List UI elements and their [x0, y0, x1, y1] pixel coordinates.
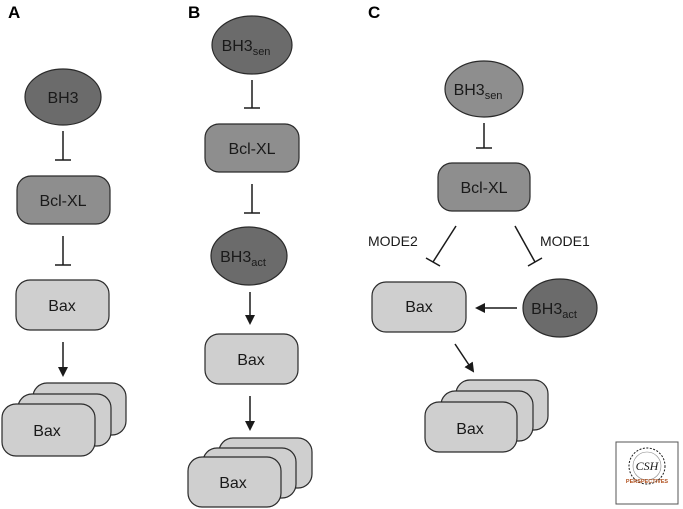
panel-c-bax-node: [371, 281, 467, 333]
panel-b-bh3act-label: BH3act: [220, 249, 266, 269]
panel-c-bclxl-node: [437, 162, 531, 212]
panel-b-bax-oligomer-label: Bax: [219, 475, 247, 492]
panel-b-bax-oligomer: Bax: [187, 437, 313, 508]
panel-a-bclxl-label: Bcl-XL: [39, 193, 86, 210]
panel-b-bh3sen-label: BH3sen: [222, 38, 271, 58]
panel-c: C BH3sen Bcl-XL MODE2 MODE1 Bax BH3act: [368, 3, 598, 453]
panel-a-bh3-label: BH3: [47, 90, 78, 107]
panel-b-letter: B: [188, 3, 200, 22]
panel-a-bax-oligomer: Bax: [1, 382, 127, 457]
panel-c-bclxl-label: Bcl-XL: [460, 180, 507, 197]
panel-b-bh3act-node: [210, 226, 288, 286]
panel-c-bax-label: Bax: [405, 299, 433, 316]
panel-a-bax-oligomer-label: Bax: [33, 423, 61, 440]
panel-c-bh3act-label: BH3act: [531, 301, 577, 321]
panel-c-bax-oligomer-label: Bax: [456, 421, 484, 438]
panel-a-inhibit-1: [55, 131, 71, 161]
panel-b-bh3sen-node: [211, 15, 293, 75]
panel-b-bax-node: [204, 333, 299, 385]
panel-c-inhibit-1: [476, 123, 492, 149]
panel-a-bclxl-node: [16, 175, 111, 225]
panel-c-bh3act-node: [522, 278, 598, 338]
panel-a: A BH3 Bcl-XL Bax Bax: [1, 3, 127, 457]
panel-b-inhibit-1: [244, 80, 260, 109]
panel-c-letter: C: [368, 3, 380, 22]
panel-b: B BH3sen Bcl-XL BH3act Bax Bax: [187, 3, 313, 508]
panel-b-bclxl-node: [204, 123, 300, 173]
panel-c-inhibit-mode2: [425, 225, 457, 267]
panel-c-bh3sen-node: [444, 60, 524, 118]
csh-perspectives-logo: CSH PERSPECTIVES: [615, 441, 679, 505]
panel-b-bax-label: Bax: [237, 352, 265, 369]
panel-c-mode2-label: MODE2: [368, 233, 418, 249]
panel-c-mode1-label: MODE1: [540, 233, 590, 249]
panel-a-bh3-node: [24, 68, 102, 126]
helix-icon: [628, 447, 666, 485]
logo-main-text: CSH: [636, 459, 660, 473]
panel-b-inhibit-2: [244, 184, 260, 214]
panel-c-inhibit-mode1: [514, 225, 543, 267]
panel-c-bax-oligomer: Bax: [424, 379, 549, 453]
panel-c-bh3sen-label: BH3sen: [454, 82, 503, 102]
panel-b-bclxl-label: Bcl-XL: [228, 141, 275, 158]
panel-c-activate-arrow-diagonal: [454, 343, 475, 373]
panel-a-inhibit-2: [55, 236, 71, 266]
panel-a-bax-node: [15, 279, 110, 331]
panel-a-bax-label: Bax: [48, 298, 76, 315]
logo-sub-text: PERSPECTIVES: [626, 479, 669, 485]
panel-a-letter: A: [8, 3, 20, 22]
